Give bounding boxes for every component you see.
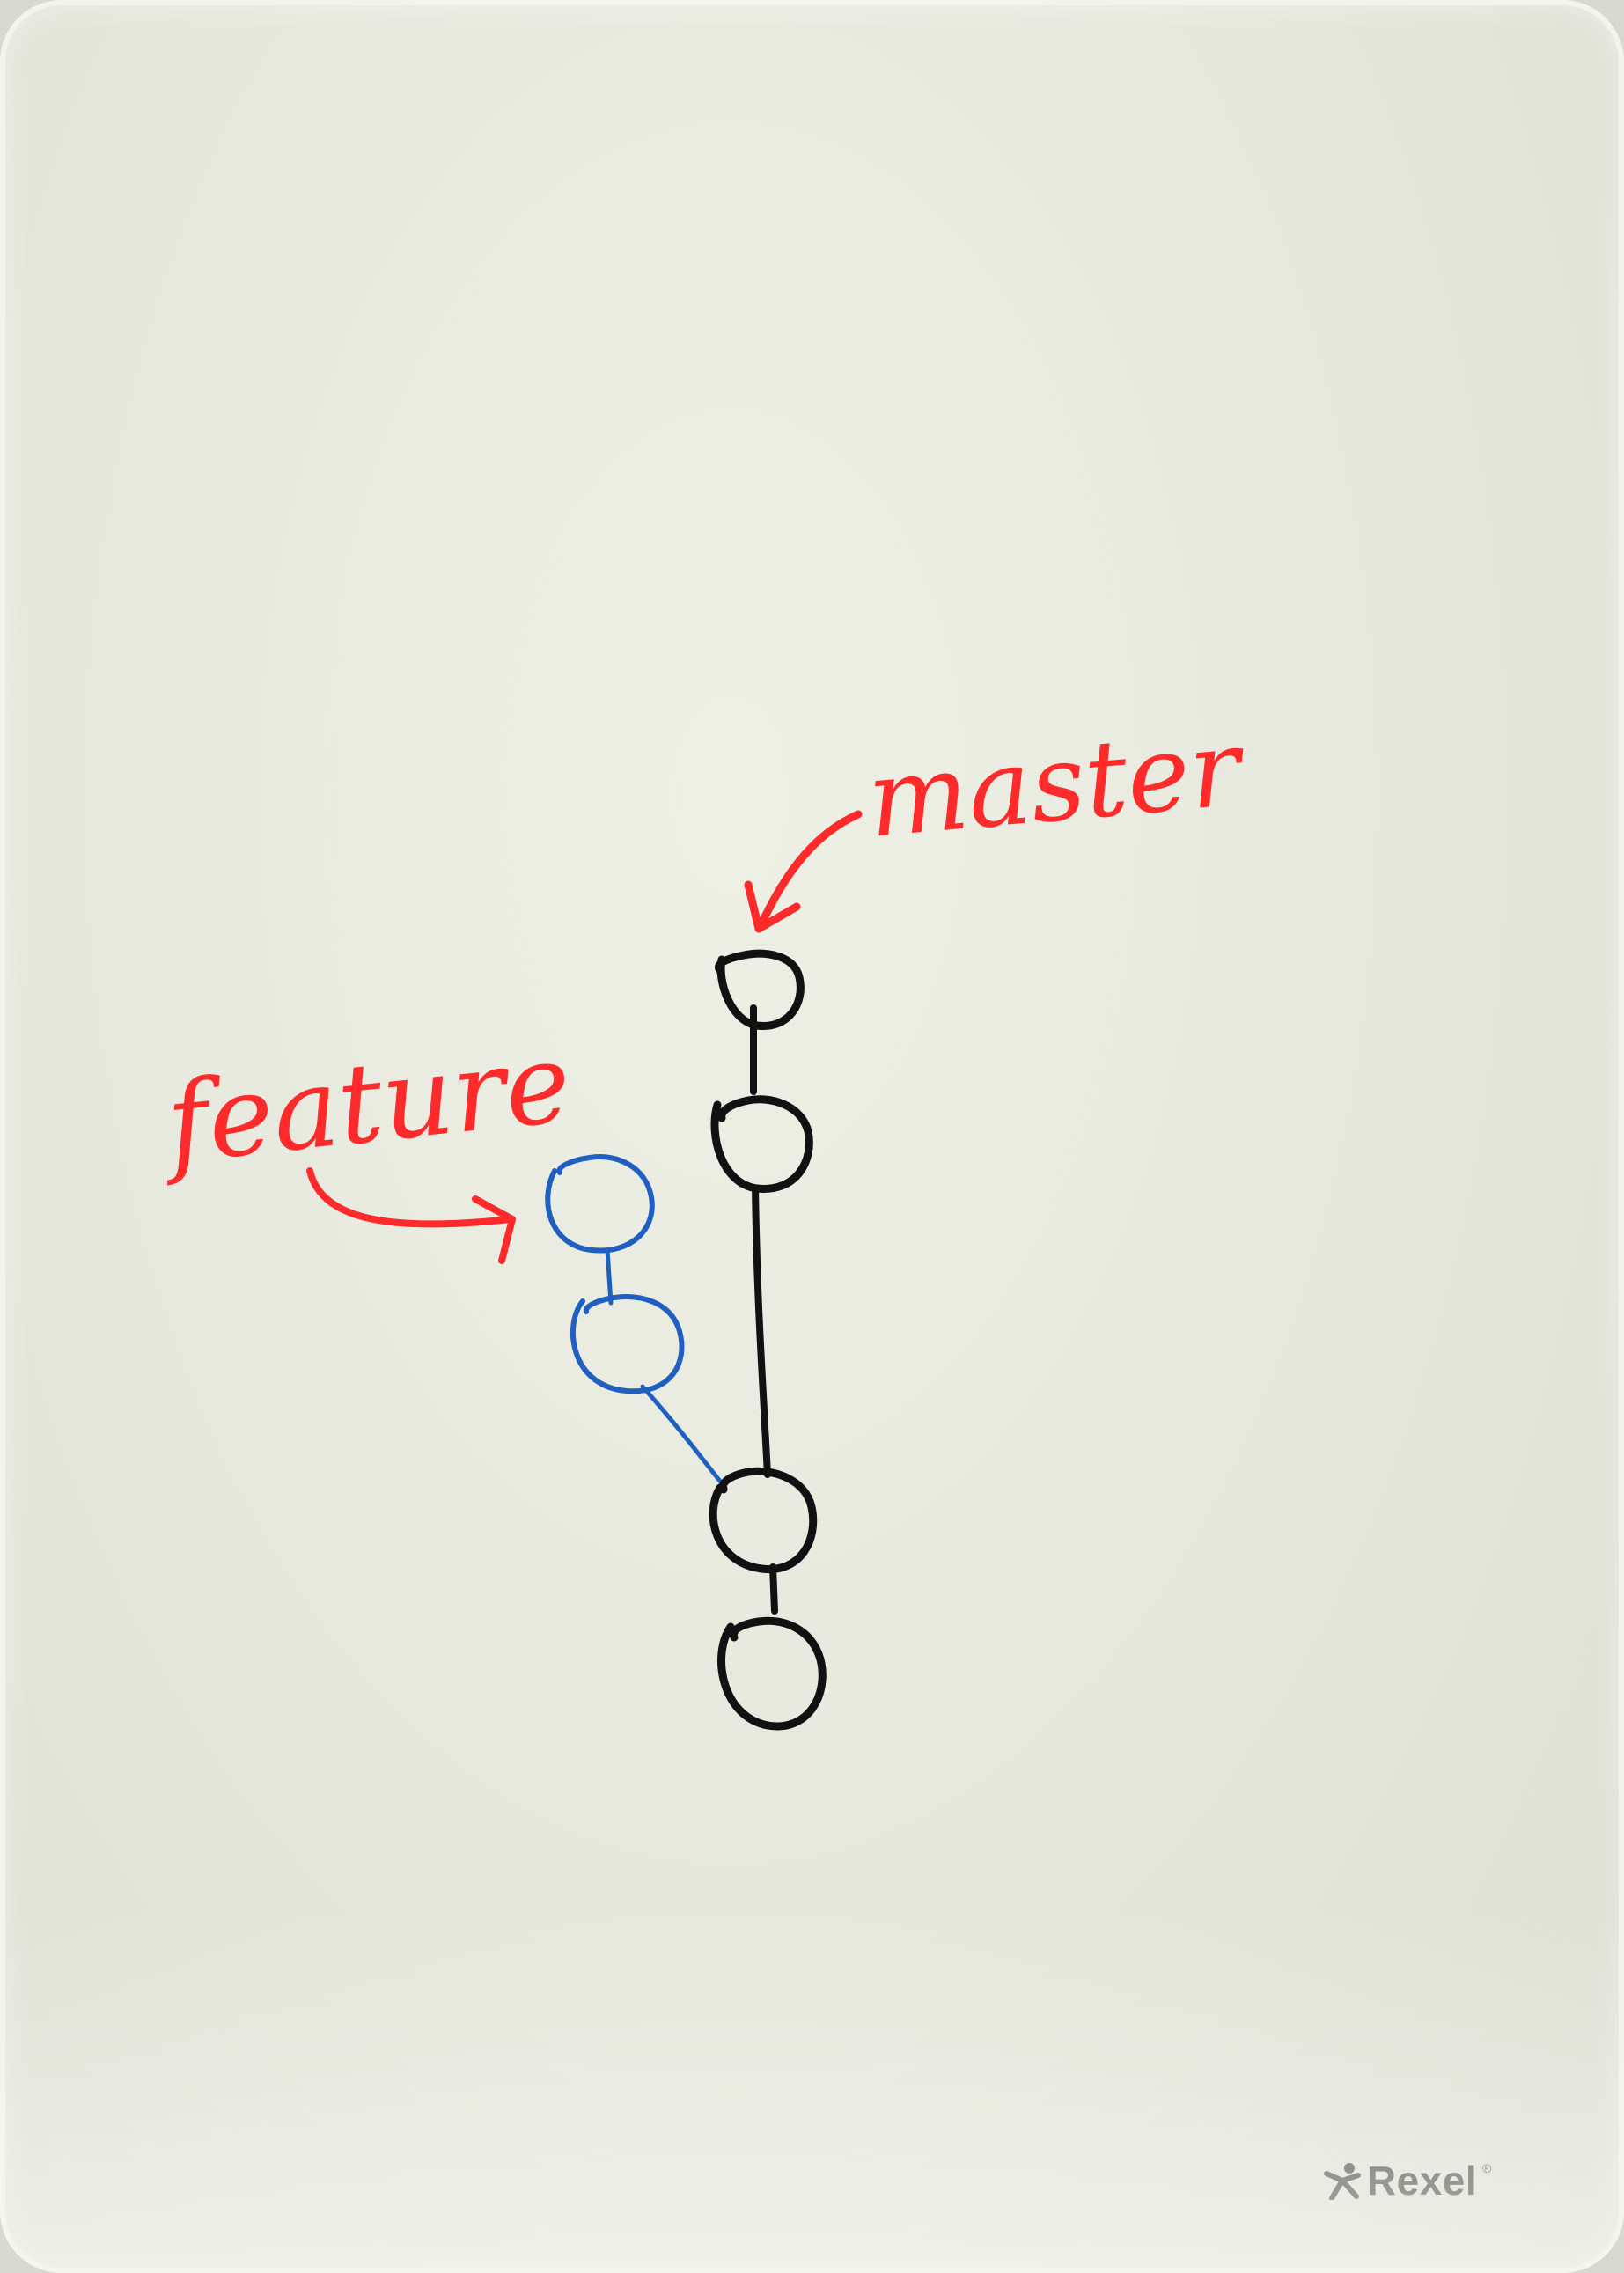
main-commit-1 (715, 949, 805, 1031)
feature-commit-1 (545, 1154, 655, 1254)
main-commit-3 (709, 1467, 818, 1574)
feature-label: feature (154, 1019, 577, 1189)
feature-branch-line (605, 1247, 728, 1490)
feature-commit-2 (570, 1294, 685, 1394)
master-arrowhead (744, 880, 801, 933)
feature-pointer-arrow (306, 1167, 514, 1228)
rexel-figure-icon (1323, 2163, 1361, 2200)
main-commit-4 (717, 1616, 827, 1731)
registered-mark: ® (1482, 2161, 1492, 2175)
brand-name: Rexel (1366, 2158, 1478, 2203)
master-pointer-arrow (757, 810, 863, 929)
master-label: master (863, 707, 1251, 862)
feature-arrowhead (472, 1195, 516, 1264)
brand-logo: Rexel ® (1323, 2157, 1492, 2204)
main-commit-2 (710, 1095, 813, 1193)
